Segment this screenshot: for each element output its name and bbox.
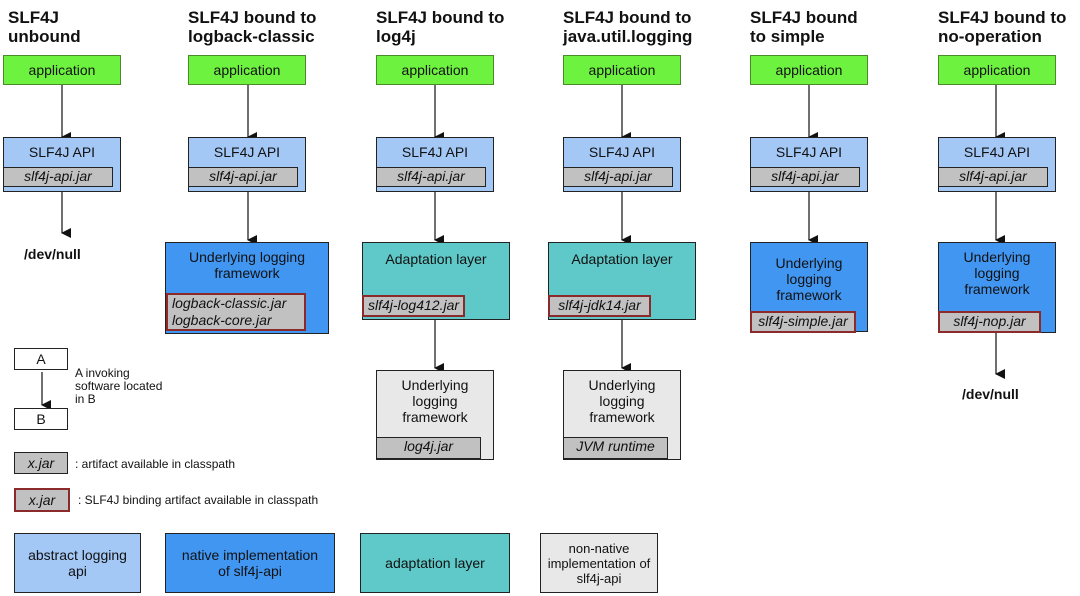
slf4j-api-label: SLF4J API [401,144,469,160]
column-title-simple: SLF4J bound to simple [750,8,858,46]
legend-jar-sample: x.jar [14,452,68,474]
application-box: application [563,55,681,85]
legend-box-a: A [14,348,68,370]
slf4j-api-label: SLF4J API [213,144,281,160]
legend-abstract-label: abstract logging api [28,547,127,579]
framework-label: Underlying logging framework [189,249,305,281]
logback-core-jar: logback-core.jar [172,312,272,328]
legend-invoke-text: A invoking software located in B [75,366,163,406]
application-box: application [188,55,306,85]
application-box: application [938,55,1056,85]
slf4j-api-label: SLF4J API [28,144,96,160]
column-title-log4j: SLF4J bound to log4j [376,8,505,46]
column-title-unbound: SLF4J unbound [8,8,81,46]
api-jar: slf4j-api.jar [563,167,673,187]
adaptation-label: Adaptation layer [385,251,487,267]
framework-jar: log4j.jar [376,437,481,459]
logback-classic-jar: logback-classic.jar [172,295,287,311]
legend-native-impl: native implementation of slf4j-api [165,533,335,593]
binding-jar: slf4j-jdk14.jar [548,295,651,317]
legend-non-native-impl: non-native implementation of slf4j-api [540,533,658,593]
column-title-nop: SLF4J bound to no-operation [938,8,1067,46]
binding-jar: logback-classic.jar logback-core.jar [166,293,306,331]
slf4j-api-label: SLF4J API [963,144,1031,160]
framework-label: Underlying logging framework [588,377,656,425]
legend-native-label: native implementation of slf4j-api [181,547,319,579]
legend-abstract-api: abstract logging api [14,533,141,593]
api-jar: slf4j-api.jar [750,167,860,187]
column-title-logback: SLF4J bound to logback-classic [188,8,317,46]
slf4j-api-label: SLF4J API [588,144,656,160]
legend-nonnative-label: non-native implementation of slf4j-api [547,540,651,586]
dev-null-label: /dev/null [962,386,1019,402]
binding-jar: slf4j-simple.jar [750,311,856,333]
framework-label: Underlying logging framework [963,249,1031,297]
adaptation-label: Adaptation layer [571,251,673,267]
api-jar: slf4j-api.jar [376,167,486,187]
legend-binding-sample: x.jar [14,488,70,512]
binding-jar: slf4j-log412.jar [362,295,465,317]
column-title-jul: SLF4J bound to java.util.logging [563,8,693,46]
slf4j-api-label: SLF4J API [775,144,843,160]
legend-adaptation-label: adaptation layer [385,555,485,571]
legend-box-b: B [14,408,68,430]
dev-null-label: /dev/null [24,246,81,262]
legend-binding-text: : SLF4J binding artifact available in cl… [78,493,319,507]
framework-label: Underlying logging framework [775,255,843,303]
api-jar: slf4j-api.jar [3,167,113,187]
application-box: application [750,55,868,85]
application-box: application [376,55,494,85]
application-box: application [3,55,121,85]
binding-jar: slf4j-nop.jar [938,311,1041,333]
framework-label: Underlying logging framework [401,377,469,425]
legend-adaptation-layer: adaptation layer [360,533,510,593]
legend-jar-text: : artifact available in classpath [75,457,236,471]
framework-jar: JVM runtime [563,437,668,459]
api-jar: slf4j-api.jar [938,167,1048,187]
api-jar: slf4j-api.jar [188,167,298,187]
